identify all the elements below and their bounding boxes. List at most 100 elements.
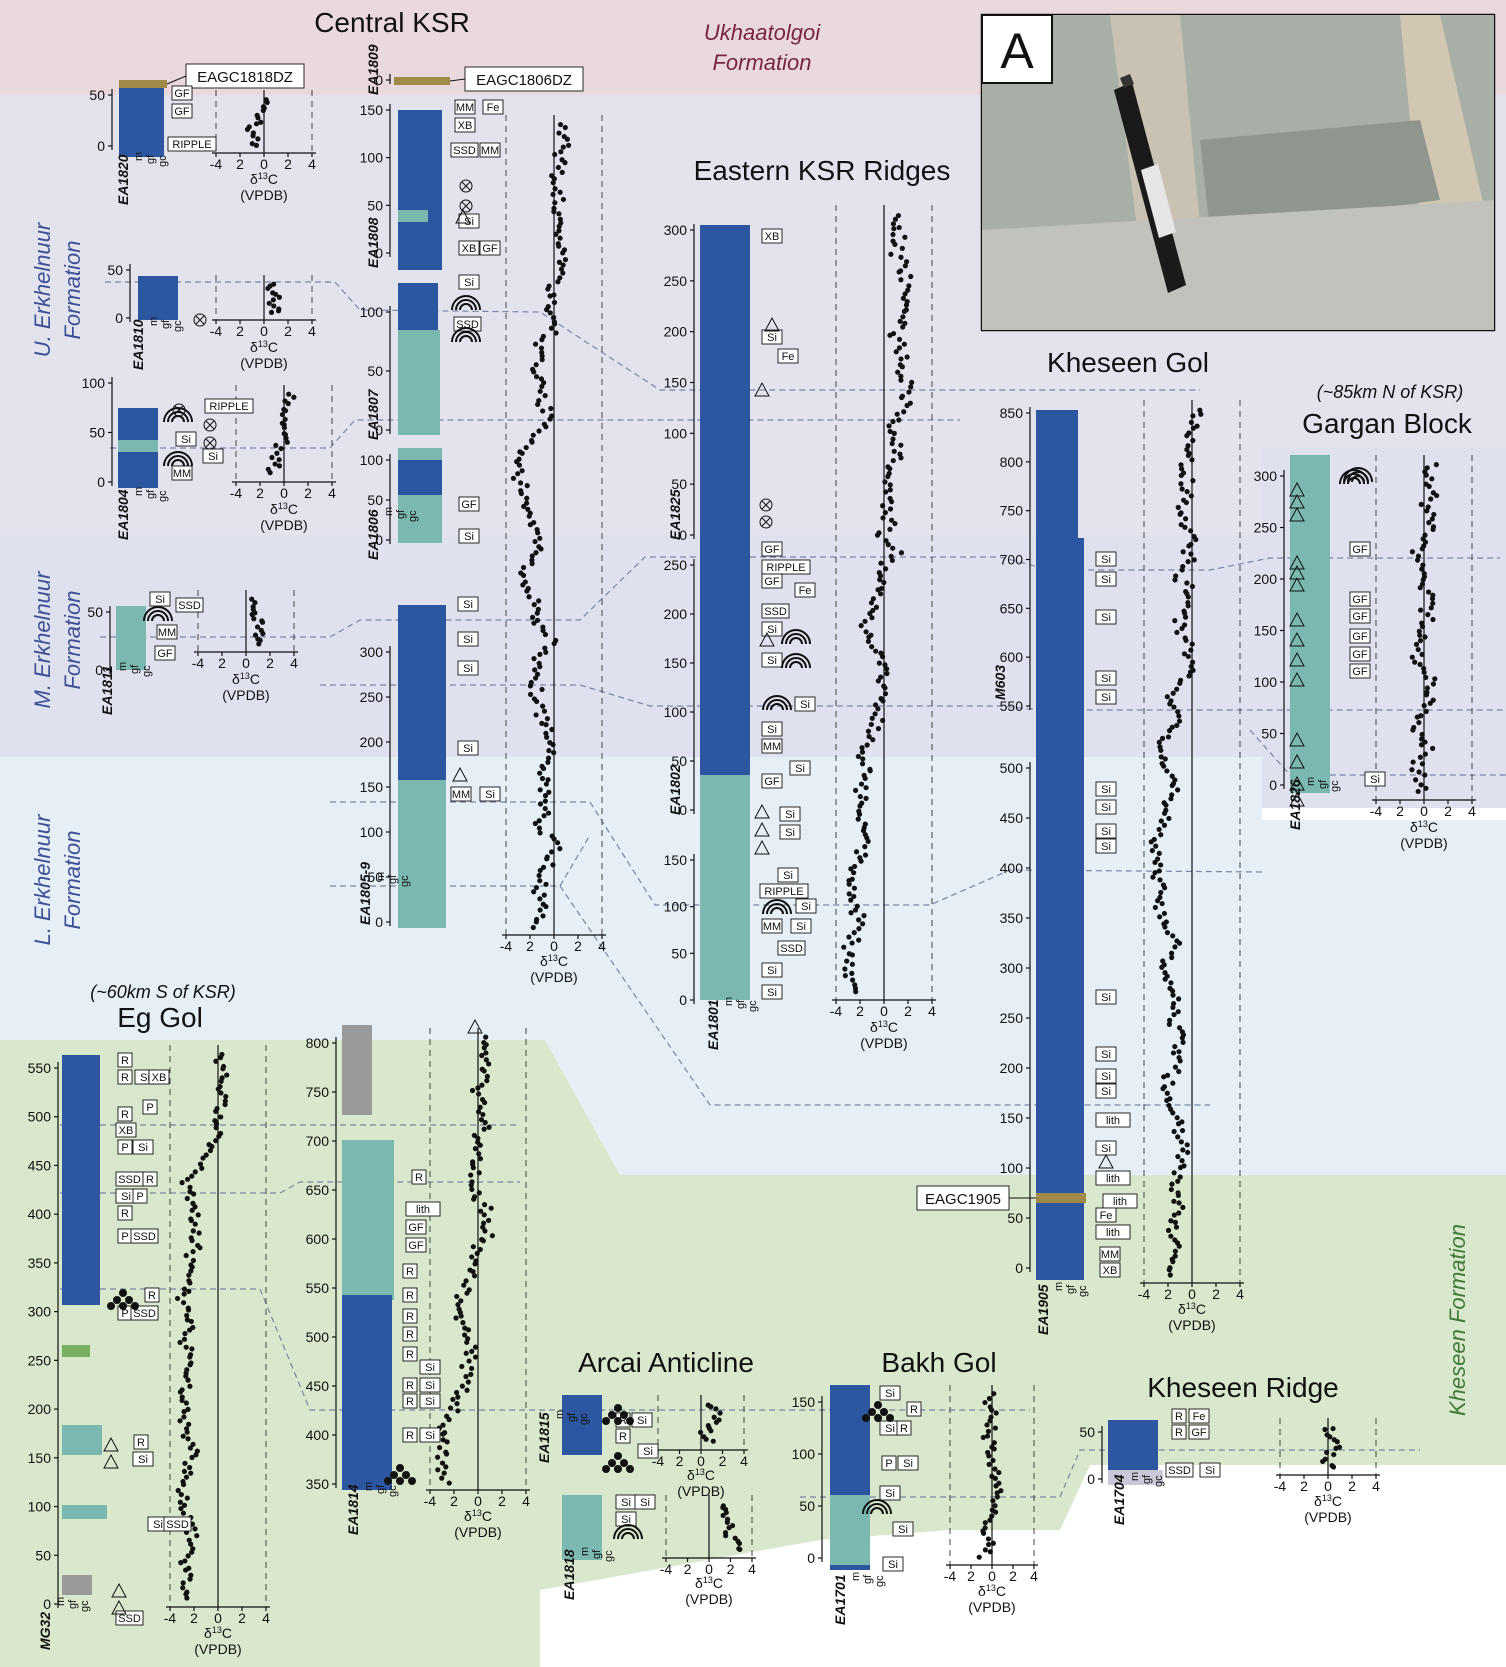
data-point bbox=[187, 1576, 193, 1582]
data-point bbox=[717, 1410, 723, 1416]
data-point bbox=[537, 535, 543, 541]
section-id: EA1704 bbox=[1111, 1474, 1127, 1525]
data-point bbox=[887, 332, 893, 338]
symbol-text: Si bbox=[637, 1415, 647, 1427]
symbol-text: XB bbox=[1103, 1265, 1118, 1277]
data-point bbox=[538, 376, 545, 382]
symbol-box bbox=[1095, 1046, 1117, 1062]
data-point bbox=[192, 1221, 198, 1227]
data-point bbox=[530, 432, 536, 438]
data-point bbox=[1422, 539, 1429, 545]
data-point bbox=[196, 1230, 202, 1236]
data-point bbox=[557, 846, 563, 852]
section-id: EA1815 bbox=[536, 1412, 552, 1463]
data-point bbox=[1170, 1050, 1177, 1056]
symbol-box bbox=[402, 1263, 418, 1279]
arc-symbol bbox=[762, 899, 792, 915]
x-tick-label: 4 bbox=[1468, 803, 1476, 819]
data-point bbox=[852, 787, 859, 794]
stromatolite-symbol bbox=[402, 1471, 410, 1479]
title-gargan-block: Gargan Block bbox=[1302, 408, 1473, 439]
data-point bbox=[192, 1526, 198, 1532]
symbol-box bbox=[1349, 663, 1371, 679]
data-point bbox=[544, 307, 550, 313]
arc-symbol bbox=[459, 335, 473, 343]
data-point bbox=[552, 186, 558, 192]
depth-tick-label: 250 bbox=[664, 273, 688, 289]
data-point bbox=[182, 1558, 188, 1564]
data-point bbox=[187, 1280, 193, 1286]
depth-tick-label: 200 bbox=[1254, 571, 1278, 587]
symbol-text: lith bbox=[416, 1204, 430, 1216]
correlation-line bbox=[320, 684, 1506, 711]
data-point bbox=[1172, 944, 1178, 950]
data-point bbox=[537, 664, 543, 670]
symbol-box bbox=[1349, 541, 1371, 557]
data-point bbox=[551, 321, 558, 327]
data-point bbox=[479, 1052, 485, 1059]
symbol-text: Si bbox=[121, 1191, 131, 1203]
x-tick-label: -4 bbox=[424, 1493, 437, 1509]
symbol-text: R bbox=[910, 1404, 918, 1416]
data-point bbox=[1174, 722, 1180, 729]
symbol-box bbox=[458, 240, 480, 256]
data-point bbox=[183, 1474, 190, 1480]
data-point bbox=[213, 1108, 219, 1114]
data-point bbox=[853, 989, 859, 995]
data-point bbox=[183, 1373, 189, 1379]
x-tick-label: 4 bbox=[1372, 1478, 1380, 1494]
symbol-text: RIPPLE bbox=[764, 886, 803, 898]
arc-symbol bbox=[621, 1532, 635, 1540]
x-axis-unit: (VPDB) bbox=[194, 1641, 241, 1657]
data-point bbox=[213, 1058, 219, 1064]
data-point bbox=[888, 251, 894, 257]
data-point bbox=[1158, 862, 1164, 868]
symbol-text: Si bbox=[464, 277, 474, 289]
symbol-box bbox=[1095, 1224, 1131, 1240]
data-point bbox=[1421, 665, 1427, 672]
data-point bbox=[539, 720, 545, 727]
x-axis-title: δ13C bbox=[695, 1575, 723, 1591]
symbol-box bbox=[779, 824, 801, 840]
data-point bbox=[1327, 1434, 1333, 1440]
data-point bbox=[532, 341, 539, 347]
x-axis-unit: (VPDB) bbox=[260, 517, 307, 533]
data-point bbox=[548, 849, 555, 855]
x-tick-label: 2 bbox=[526, 938, 534, 954]
data-point bbox=[1197, 407, 1203, 413]
stromatolite-symbol bbox=[886, 1414, 894, 1422]
data-point bbox=[1176, 1200, 1182, 1206]
symbol-box bbox=[402, 1326, 418, 1342]
data-point bbox=[535, 401, 541, 408]
data-point bbox=[1431, 511, 1437, 518]
data-point bbox=[537, 801, 544, 807]
data-point bbox=[848, 897, 854, 903]
data-point bbox=[450, 1396, 456, 1403]
data-point bbox=[1164, 929, 1171, 936]
data-point bbox=[533, 712, 539, 718]
symbol-box bbox=[1102, 1193, 1138, 1209]
symbol-text: Si bbox=[1205, 1465, 1215, 1477]
data-point bbox=[857, 803, 863, 809]
symbol-text: Si bbox=[181, 434, 191, 446]
data-point bbox=[1430, 600, 1436, 606]
stromatolite-symbol bbox=[384, 1477, 392, 1485]
data-point bbox=[901, 341, 907, 347]
data-point bbox=[895, 369, 901, 375]
data-point bbox=[987, 1549, 993, 1555]
arc-symbol bbox=[143, 606, 173, 622]
symbol-text: Si bbox=[1101, 1071, 1111, 1083]
data-point bbox=[1330, 1464, 1337, 1470]
symbol-box bbox=[881, 1455, 897, 1471]
data-point bbox=[1170, 1259, 1176, 1265]
triangle-symbol bbox=[452, 766, 468, 782]
column-ea1802 bbox=[700, 545, 750, 775]
triangle-symbol bbox=[1289, 631, 1305, 647]
data-point bbox=[255, 115, 261, 121]
depth-tick-label: 450 bbox=[306, 1378, 330, 1394]
data-point bbox=[275, 308, 282, 314]
data-point bbox=[858, 858, 864, 864]
symbol-text: XB bbox=[119, 1125, 134, 1137]
